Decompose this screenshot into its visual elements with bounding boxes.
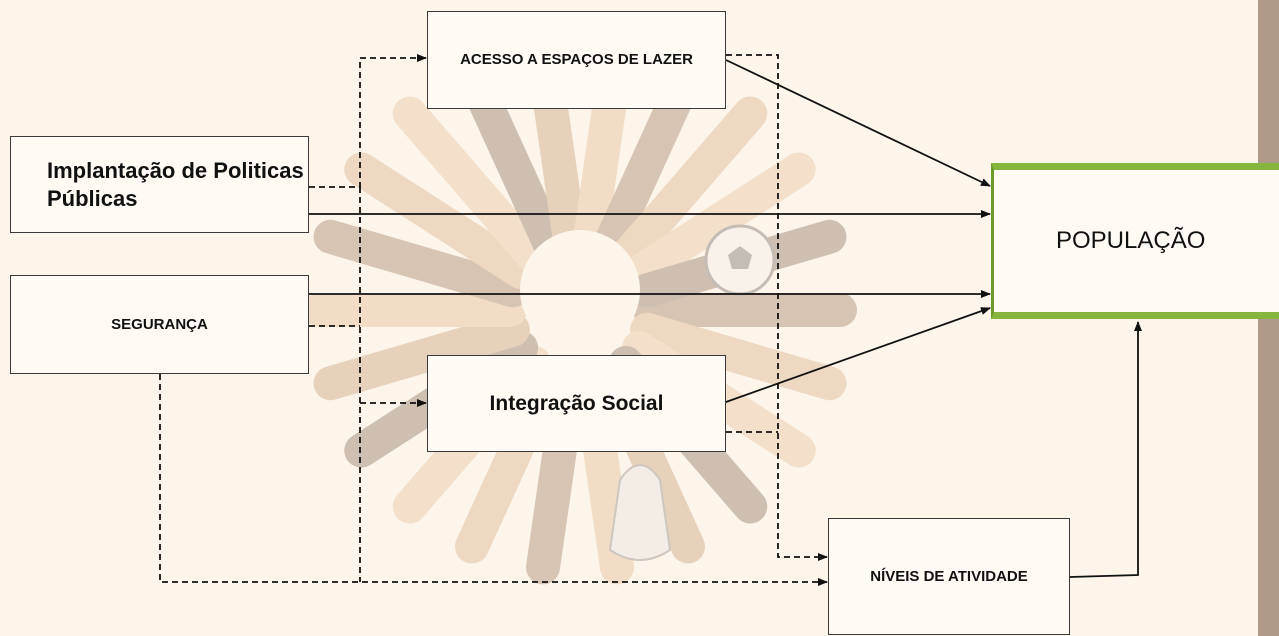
node-seguranca-label: SEGURANÇA: [111, 316, 208, 333]
arrow-acesso-populacao: [725, 59, 991, 187]
node-seguranca: SEGURANÇA: [10, 275, 309, 374]
hand-ray: [313, 219, 530, 308]
hand-ray: [392, 96, 552, 275]
dashed-seguranca-to-niveis: [159, 374, 828, 586]
hand-ray: [344, 152, 539, 290]
node-niveis-atividade: NÍVEIS DE ATIVIDADE: [828, 518, 1070, 635]
arrow-integracao-populacao: [725, 307, 991, 403]
node-niveis-label: NÍVEIS DE ATIVIDADE: [870, 568, 1028, 585]
node-acesso-espacos-lazer: ACESSO A ESPAÇOS DE LAZER: [427, 11, 726, 109]
dashed-acesso-to-niveis: [726, 54, 828, 561]
watermark-center: [520, 230, 640, 350]
sneaker-icon: [608, 464, 672, 561]
hand-ray: [630, 219, 847, 308]
hand-ray: [630, 312, 847, 401]
node-populacao: POPULAÇÃO: [991, 163, 1279, 319]
hand-ray: [313, 312, 530, 401]
node-acesso-label: ACESSO A ESPAÇOS DE LAZER: [460, 51, 693, 68]
hand-ray: [621, 152, 816, 290]
soccer-ball-icon: [704, 224, 776, 296]
arrow-niveis-populacao: [1069, 321, 1142, 578]
hand-ray: [608, 96, 768, 275]
node-implantacao-label: Implantação de Politicas Públicas: [47, 157, 304, 211]
node-integracao-social: Integração Social: [427, 355, 726, 452]
node-implantacao-politicas: Implantação de Politicas Públicas: [10, 136, 309, 233]
dashed-implantacao-branch: [309, 54, 427, 188]
node-populacao-label: POPULAÇÃO: [1056, 227, 1206, 254]
node-integracao-label: Integração Social: [489, 391, 664, 415]
